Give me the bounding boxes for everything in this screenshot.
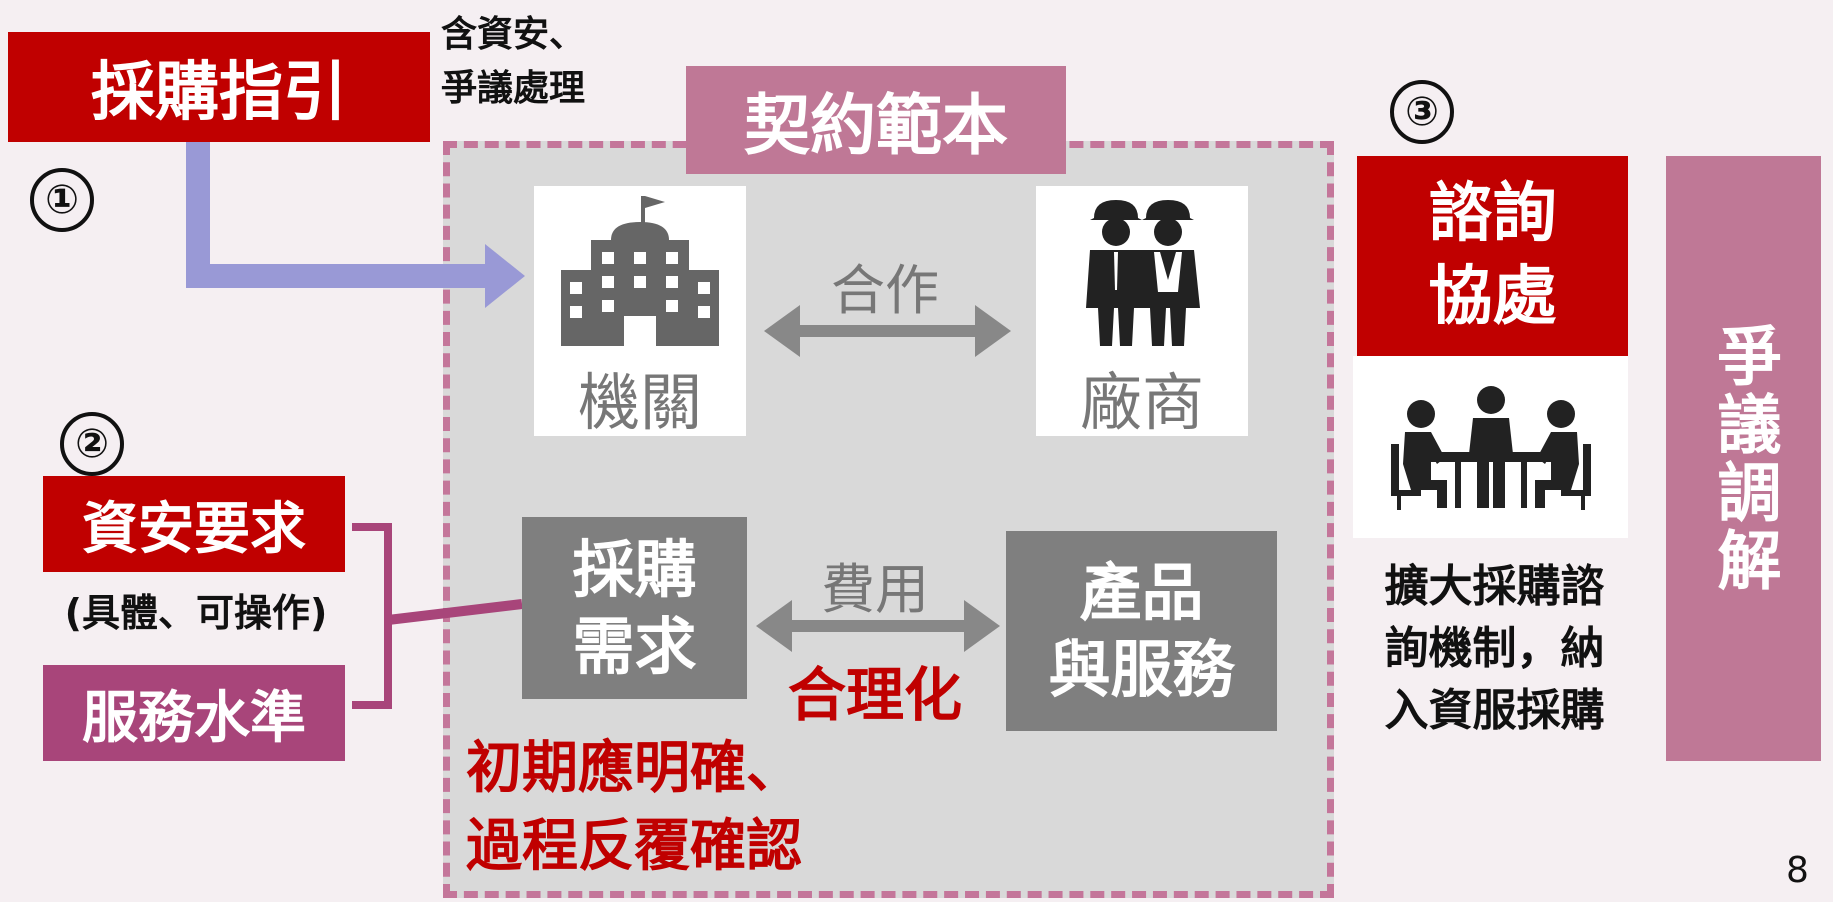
meeting-card [1353, 356, 1628, 538]
guide-note-line1: 含資安、 [441, 14, 586, 55]
vendor-label: 廠商 [1079, 366, 1204, 439]
expand-consultation-note: 擴大採購諮 詢機制，納 入資服採購 [1357, 556, 1632, 742]
product-service-line2: 與服務 [1048, 633, 1235, 706]
consultation-line1: 諮詢 [1428, 176, 1557, 251]
step3-badge: ③ [1390, 80, 1454, 144]
bottom-note-line1: 初期應明確、 [466, 736, 802, 801]
agency-label: 機關 [577, 366, 702, 439]
guide-arrow-line [186, 140, 490, 288]
step1-badge: ① [30, 168, 94, 232]
step3-label: ③ [1405, 89, 1439, 135]
guide-note: 含資安、 爭議處理 [441, 8, 585, 116]
product-service-line1: 產品 [1079, 555, 1204, 629]
step2-badge: ② [60, 412, 124, 476]
service-level-box: 服務水準 [43, 665, 345, 761]
dispute-mediation-label: 爭議調解 [1706, 322, 1781, 595]
workers-icon [1086, 200, 1200, 346]
procurement-need-line1: 採購 [572, 532, 697, 606]
procurement-need-box: 採購 需求 [522, 517, 747, 699]
bottom-note: 初期應明確、 過程反覆確認 [466, 730, 802, 886]
cost-arrow-right [964, 600, 1000, 652]
vendor-card: 廠商 [1036, 186, 1248, 439]
product-service-box: 產品 與服務 [1006, 531, 1277, 731]
bracket-connector [387, 599, 523, 625]
bracket-line [352, 523, 392, 709]
dispute-mediation-box: 爭議調解 [1666, 156, 1821, 761]
expand-line2: 詢機制，納 [1384, 623, 1605, 674]
security-requirement-note: (具體、可操作) [64, 591, 328, 635]
contract-template-box: 契約範本 [686, 66, 1066, 174]
step1-label: ① [45, 177, 79, 223]
cooperation-label: 合作 [831, 259, 939, 322]
security-requirement-box: 資安要求 [43, 476, 345, 572]
cost-label: 費用 [821, 558, 929, 621]
service-level-label: 服務水準 [82, 685, 306, 751]
agency-card: 機關 [534, 186, 746, 439]
expand-line1: 擴大採購諮 [1384, 561, 1605, 612]
procurement-guide-label: 採購指引 [91, 56, 347, 130]
building-icon [561, 196, 719, 346]
expand-line3: 入資服採購 [1384, 685, 1605, 736]
cooperation-arrow-right [975, 305, 1011, 357]
cost-arrow-left [756, 600, 792, 652]
meeting-icon [1391, 386, 1591, 510]
contract-template-label: 契約範本 [744, 87, 1008, 164]
security-requirement-label: 資安要求 [82, 496, 306, 562]
procurement-guide-box: 採購指引 [8, 32, 430, 142]
procurement-need-line2: 需求 [572, 610, 697, 683]
page-number: 8 [1786, 850, 1809, 891]
rationalization-label: 合理化 [787, 661, 962, 729]
bottom-note-line2: 過程反覆確認 [466, 814, 802, 879]
guide-arrow-head [485, 244, 525, 308]
consultation-line2: 協處 [1428, 260, 1557, 334]
consultation-box: 諮詢 協處 [1357, 156, 1628, 356]
step2-label: ② [75, 421, 109, 467]
cooperation-arrow-left [764, 305, 800, 357]
guide-note-line2: 爭議處理 [441, 68, 586, 109]
